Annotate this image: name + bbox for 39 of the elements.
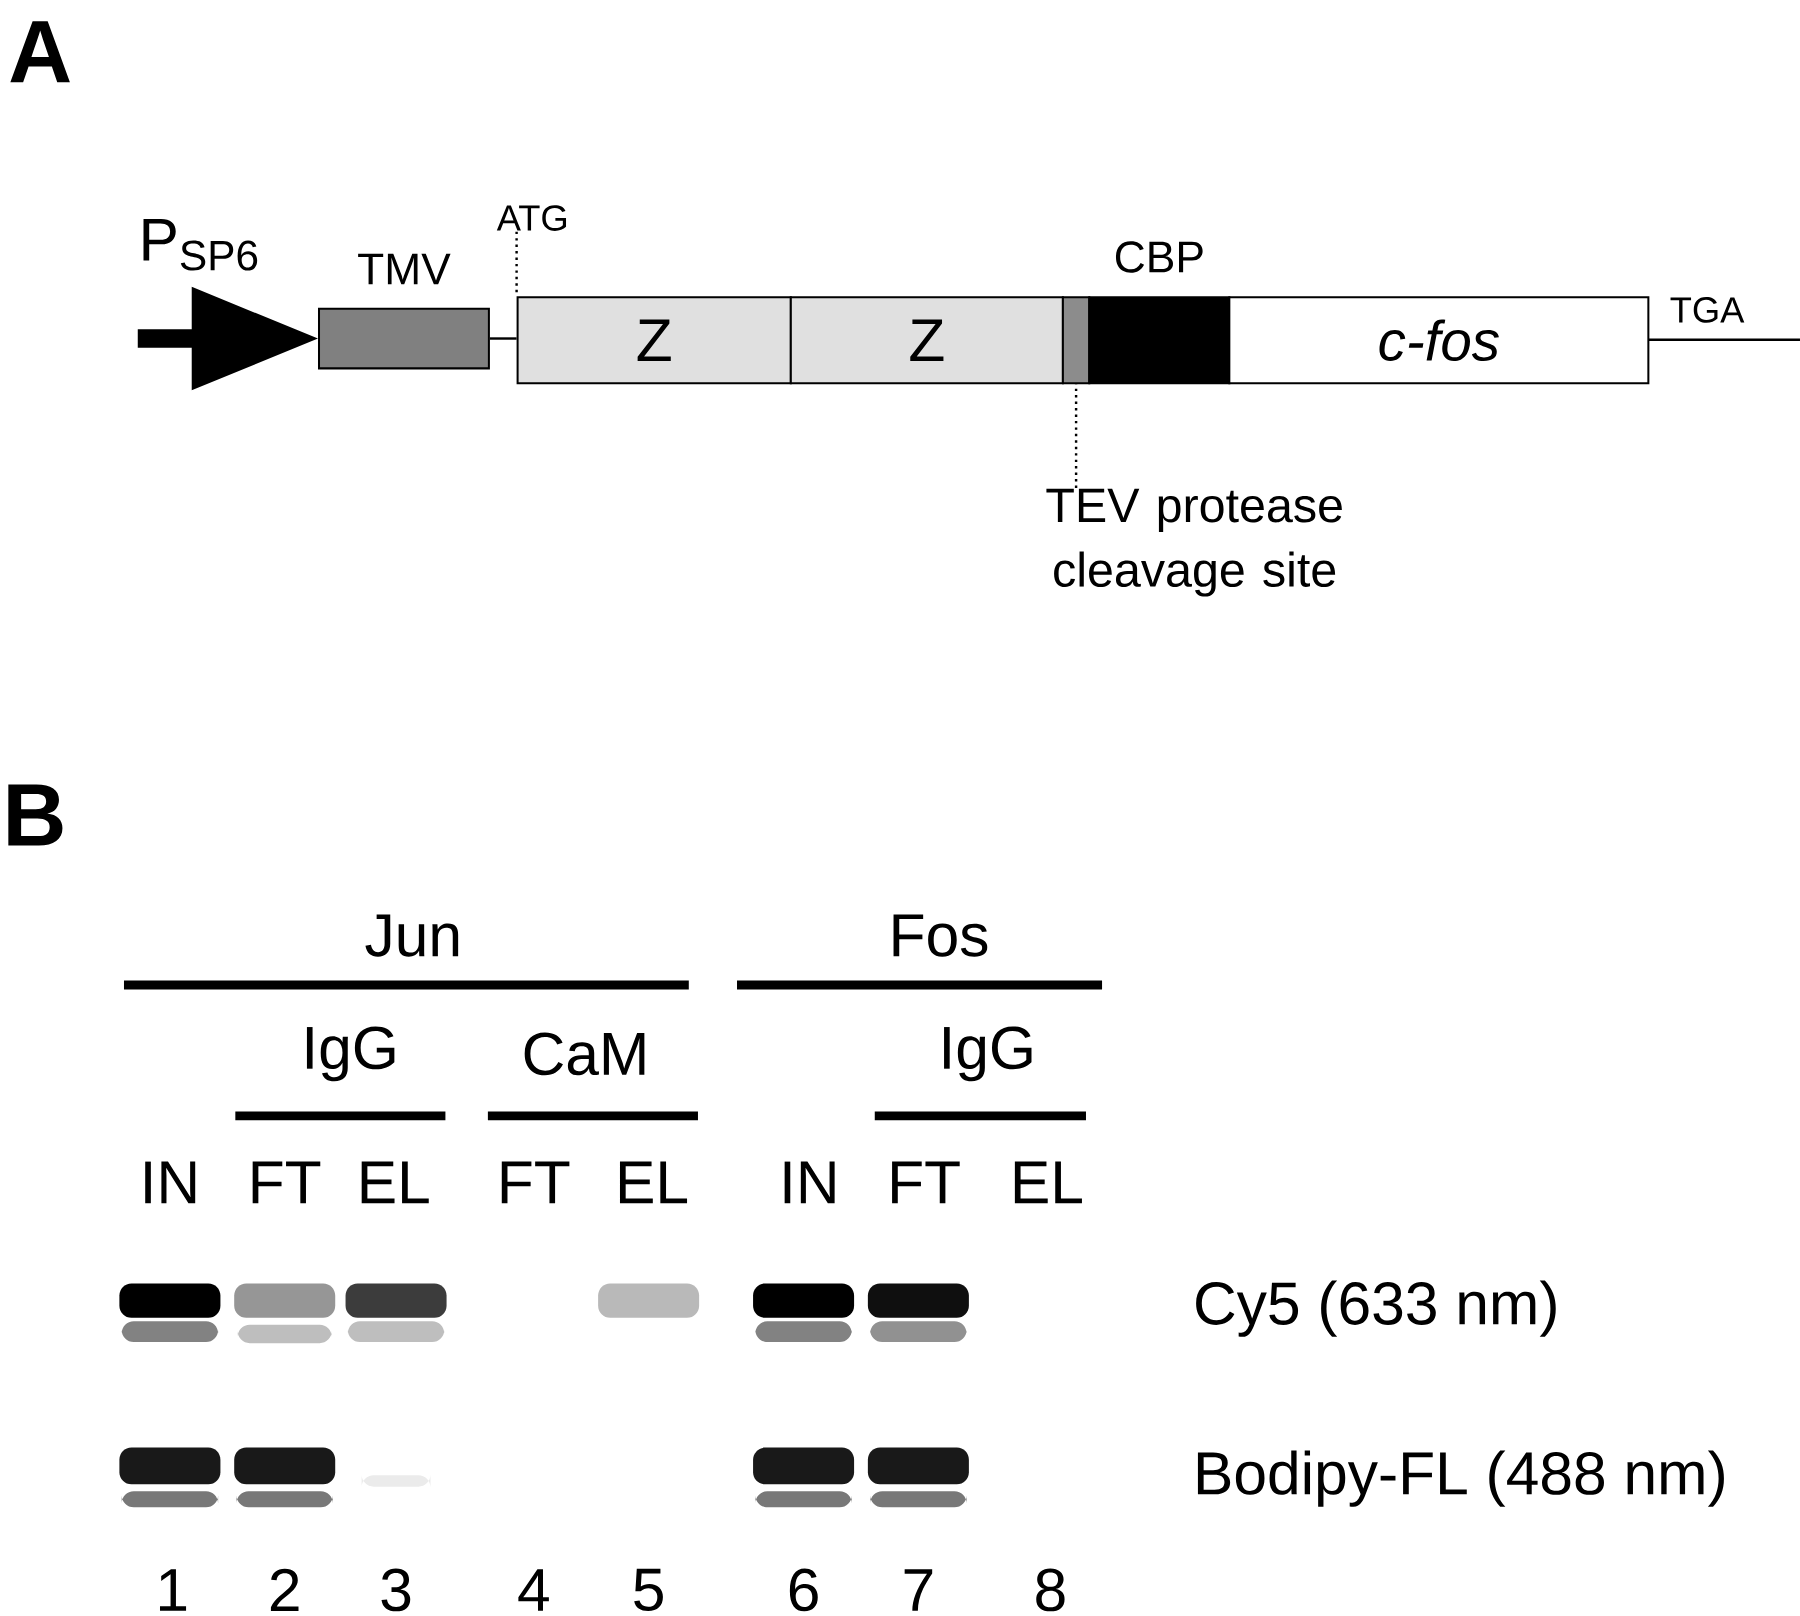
lane-label: FT <box>501 1161 570 1204</box>
lane-number: 8 <box>1036 1568 1065 1612</box>
domain-box: TMV <box>318 253 490 370</box>
row-label: Cy5 (633 nm) <box>1196 1280 1556 1337</box>
panel-letter: B <box>8 784 63 846</box>
backbone-line <box>489 337 517 340</box>
lane-number: 7 <box>904 1568 933 1611</box>
site-label: ATG <box>496 205 566 231</box>
lane-number: 3 <box>381 1568 411 1612</box>
lane-number: 4 <box>518 1568 549 1611</box>
domain-box: c-fos <box>1228 296 1650 385</box>
domain-box: Z <box>516 296 792 385</box>
lane-label: EL <box>1014 1161 1082 1204</box>
lane-number: 6 <box>789 1568 818 1612</box>
group-label: IgG <box>306 1026 395 1082</box>
lane-label: EL <box>620 1161 688 1204</box>
panel-letter: A <box>10 21 70 83</box>
lane-label: FT <box>892 1161 960 1204</box>
group-label: IgG <box>944 1026 1032 1082</box>
lane-label: FT <box>252 1161 321 1204</box>
promoter-arrow <box>137 286 318 391</box>
row-label: Bodipy-FL (488 nm) <box>1197 1450 1724 1507</box>
group-label: Fos <box>893 914 988 957</box>
group-label: CaM <box>524 1032 645 1076</box>
lane-label: EL <box>361 1161 429 1204</box>
lane-number: 5 <box>634 1568 663 1611</box>
domain-box: Z <box>789 296 1064 385</box>
cleavage-site-box <box>1061 296 1091 385</box>
leader-line <box>1074 384 1078 488</box>
node-label: CBP <box>1115 241 1203 273</box>
annotation-text: TEV protease cleavage site <box>1046 488 1342 597</box>
node-label: TMV <box>358 253 451 285</box>
lane-number: 2 <box>270 1568 299 1611</box>
lane-number: 1 <box>160 1568 187 1611</box>
domain-box: CBP <box>1088 241 1231 385</box>
promoter-label: P$_{SP6}$ <box>143 218 258 271</box>
group-label: Jun <box>365 914 459 957</box>
lane-label: IN <box>145 1161 196 1204</box>
lane-label: IN <box>784 1161 835 1204</box>
